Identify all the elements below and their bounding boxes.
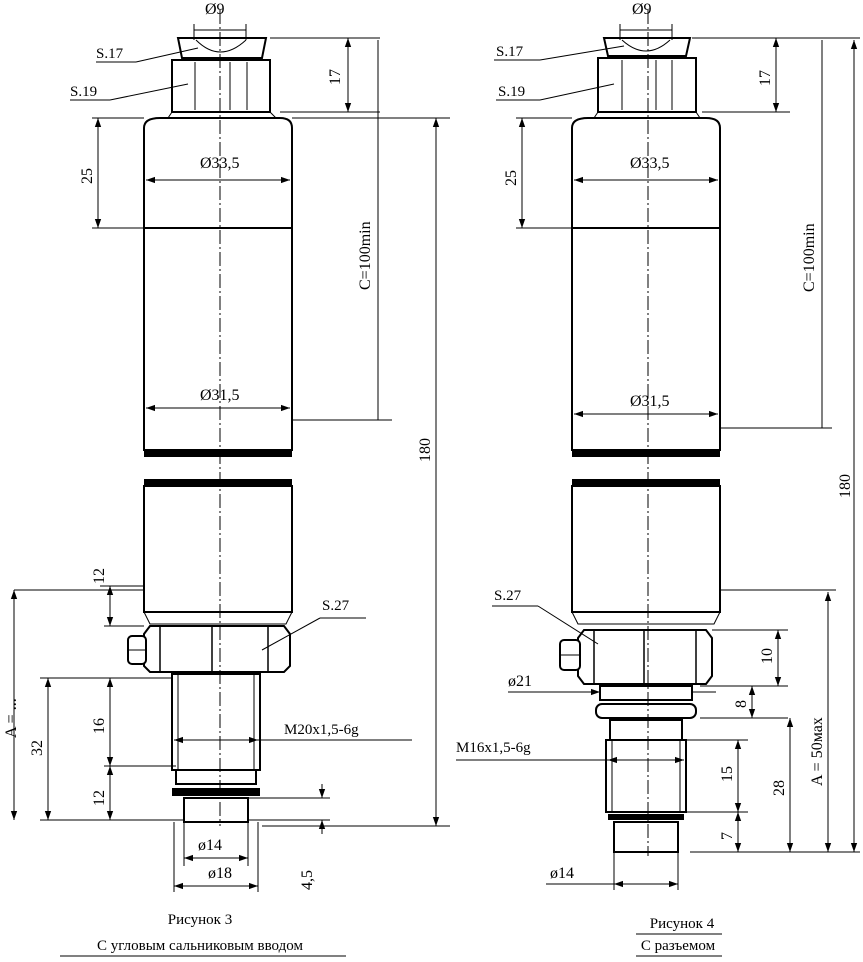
- dim-16-label: 16: [91, 718, 108, 734]
- diameter-14-label: ø14: [198, 837, 222, 854]
- dim-25-label-fig4: 25: [503, 170, 520, 186]
- diameter-9-label: Ø9: [205, 1, 225, 18]
- leaders-fig3: S.17 S.19 S.27: [70, 46, 366, 651]
- figure-3-title: Рисунок 3: [168, 912, 232, 928]
- label-s19-fig4: S.19: [498, 84, 525, 100]
- dim-c-label: C=100min: [357, 221, 374, 290]
- dim-10-label-fig4: 10: [759, 648, 776, 664]
- diameter-33-5-label-fig4: Ø33,5: [630, 155, 670, 172]
- diameter-14-label-fig4: ø14: [550, 865, 574, 882]
- caption-fig4: Рисунок 4 С разъемом: [636, 916, 722, 957]
- caption-fig3: Рисунок 3 С угловым сальниковым вводом: [60, 912, 346, 957]
- hex-nut-s27: [127, 625, 291, 673]
- figure-4-title: Рисунок 4: [650, 916, 715, 932]
- fitting-s19: [167, 59, 278, 119]
- label-s27: S.27: [322, 598, 350, 614]
- threaded-stem: [171, 673, 261, 823]
- label-s19: S.19: [70, 84, 97, 100]
- figure-3: Ø9 17 C=100min 180 25 Ø33,5 Ø31: [3, 1, 450, 957]
- figure-4-subtitle: С разъемом: [641, 938, 716, 954]
- dim-c-label-fig4: C=100min: [801, 223, 818, 292]
- dimensions-fig4: Ø9 17 C=100min 180 25 Ø33,5 Ø31: [456, 1, 860, 890]
- label-s17-fig4: S.17: [496, 44, 524, 60]
- diameter-9-label-fig4: Ø9: [632, 1, 652, 18]
- dim-180-label: 180: [417, 438, 434, 462]
- sensor-body: [143, 117, 293, 625]
- dim-7-label-fig4: 7: [719, 832, 736, 840]
- diameter-18-label: ø18: [208, 865, 232, 882]
- sensor-body-fig4: [571, 117, 721, 625]
- thread-m20-label: M20x1,5-6g: [284, 722, 359, 738]
- label-s27-fig4: S.27: [494, 588, 522, 604]
- dim-15-label-fig4: 15: [719, 766, 736, 782]
- dim-a-label-fig4: A = 50мах: [809, 717, 826, 786]
- dim-12-lower-label: 12: [91, 790, 108, 806]
- dim-12-upper-label: 12: [91, 568, 108, 584]
- hex-nut-s17-fig4: [602, 37, 692, 57]
- hex-nut-s27-fig4: [559, 629, 713, 685]
- fitting-s19-fig4: [593, 57, 701, 119]
- connector-stem-fig4: [595, 685, 697, 853]
- diameter-31-5-label-fig4: Ø31,5: [630, 393, 670, 410]
- dim-a-label: A = ...: [3, 698, 20, 738]
- figure-4: Ø9 17 C=100min 180 25 Ø33,5 Ø31: [456, 1, 860, 957]
- dim-25-label: 25: [79, 168, 96, 184]
- dim-4-5-label: 4,5: [299, 870, 316, 890]
- dimensions-fig3: Ø9 17 C=100min 180 25 Ø33,5 Ø31: [3, 1, 450, 892]
- diameter-31-5-label: Ø31,5: [200, 387, 240, 404]
- thread-m16-label-fig4: M16x1,5-6g: [456, 740, 531, 756]
- dim-32-label: 32: [29, 740, 46, 756]
- dim-17-label-fig4: 17: [757, 70, 774, 86]
- diameter-33-5-label: Ø33,5: [200, 155, 240, 172]
- dim-17-label: 17: [327, 69, 344, 85]
- hex-nut-s17: [176, 37, 268, 59]
- dim-180-label-fig4: 180: [837, 474, 854, 498]
- label-s17: S.17: [96, 46, 124, 62]
- leaders-fig4: S.17 S.19 S.27: [492, 44, 625, 645]
- figure-3-subtitle: С угловым сальниковым вводом: [97, 938, 303, 954]
- dim-28-label-fig4: 28: [771, 780, 788, 796]
- dim-8-label-fig4: 8: [733, 700, 750, 708]
- diameter-21-label-fig4: ø21: [508, 673, 532, 690]
